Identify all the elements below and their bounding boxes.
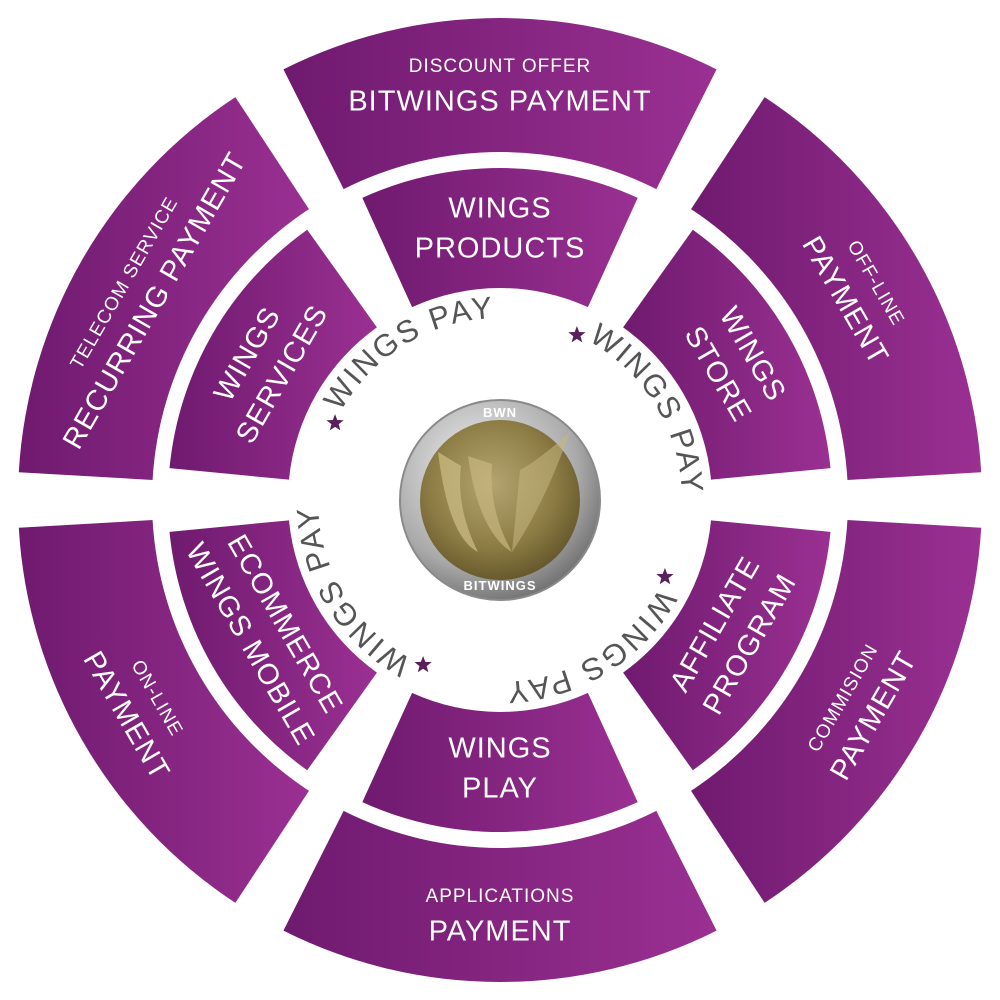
inner-segment	[362, 167, 638, 308]
inner-ring: WINGSPRODUCTSWINGSSTOREAFFILIATEPROGRAMW…	[169, 167, 831, 832]
inner-segment-label-line2: PLAY	[462, 773, 538, 805]
star-icon	[656, 567, 674, 585]
coin-top-label: BWN	[483, 405, 517, 420]
outer-segment-big-label: PAYMENT	[429, 916, 572, 948]
inner-segment-label-line1: WINGS	[448, 193, 551, 225]
star-icon	[414, 655, 432, 673]
outer-segment	[283, 18, 717, 190]
star-icon	[326, 414, 344, 431]
inner-segment	[623, 520, 831, 771]
star-icon	[568, 326, 586, 343]
outer-segment	[283, 810, 717, 982]
bitwings-coin: BWN BITWINGS	[399, 399, 601, 601]
outer-segment	[691, 520, 982, 903]
coin-bottom-label: BITWINGS	[464, 578, 537, 593]
outer-segment-small-label: APPLICATIONS	[426, 886, 575, 907]
outer-segment-small-label: DISCOUNT OFFER	[409, 56, 592, 77]
inner-segment-label-line1: WINGS	[448, 733, 551, 765]
inner-segment-label-line2: PRODUCTS	[415, 233, 586, 265]
outer-segment	[691, 97, 982, 480]
inner-segment	[169, 520, 377, 771]
inner-segment	[169, 229, 377, 480]
outer-segment-big-label: BITWINGS PAYMENT	[348, 86, 651, 118]
outer-segment	[18, 520, 309, 903]
outer-segment	[18, 97, 309, 480]
inner-segment	[362, 692, 638, 832]
inner-segment	[623, 229, 831, 480]
